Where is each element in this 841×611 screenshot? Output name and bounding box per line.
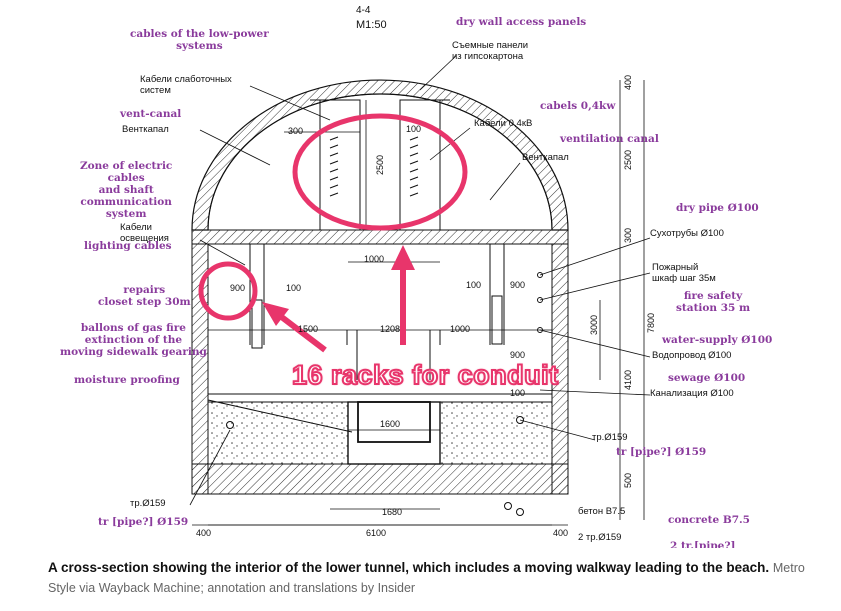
label-vent-canal: vent-canal xyxy=(120,108,182,120)
section-scale: M1:50 xyxy=(356,19,387,31)
dim-1000-top: 1000 xyxy=(364,254,385,264)
dim-100-left: 100 xyxy=(286,283,302,293)
ru-kanalizatsiya: Канализация Ø100 xyxy=(650,388,734,399)
dim-7800: 7800 xyxy=(646,312,656,333)
label-ballons: ballons of gas fire extinction of the mo… xyxy=(60,322,207,358)
bottom-slab xyxy=(191,463,569,495)
ru-tr159-right: тр.Ø159 xyxy=(592,432,628,443)
label-cables-low-power: cables of the low-power systems xyxy=(130,28,269,52)
dim-100-low: 100 xyxy=(510,388,526,398)
dim-300-right: 300 xyxy=(623,227,633,243)
gravel-fill-left xyxy=(207,401,349,465)
ru-sukhotruby: Сухотрубы Ø100 xyxy=(650,228,724,239)
label-cables-04: cabels 0,4kw xyxy=(540,100,616,112)
gravel-fill-right xyxy=(439,401,553,465)
dim-400-top: 400 xyxy=(623,74,633,90)
label-moisture: moisture proofing xyxy=(74,374,180,386)
highlight-marks xyxy=(198,113,468,321)
figure-caption: A cross-section showing the interior of … xyxy=(48,558,808,598)
dimension-lines xyxy=(192,80,645,526)
dim-400-bl: 400 xyxy=(196,528,212,538)
dim-400-br: 400 xyxy=(553,528,569,538)
dim-1680: 1680 xyxy=(382,507,403,517)
dim-900-low: 900 xyxy=(510,350,526,360)
walkway-gear xyxy=(357,401,431,443)
dim-300: 300 xyxy=(288,126,304,136)
label-zone-electric: Zone of electric cables and shaft commun… xyxy=(80,160,173,220)
label-fire-safety: fire safety station 35 m xyxy=(676,290,751,314)
dim-500: 500 xyxy=(623,472,633,488)
leader-lines xyxy=(189,55,651,506)
ru-two-tr: 2 тр.Ø159 xyxy=(578,532,622,543)
label-concrete: concrete B7.5 xyxy=(668,514,750,526)
label-cut-off: 2 tr.[pipe?] xyxy=(670,540,736,548)
ru-kabeli-osvesh: Кабели освещения xyxy=(120,222,169,244)
ru-kabeli-slabotochnykh: Кабели слаботочных систем xyxy=(140,74,232,96)
ru-semnye-paneli: Съемные панели из гипсокартона xyxy=(452,40,529,62)
dim-100-top: 100 xyxy=(406,124,422,134)
ru-kabeli-04: Кабели 0,4кВ xyxy=(474,118,533,129)
label-tr-pipe-left: tr [pipe?] Ø159 xyxy=(98,516,189,528)
left-wall xyxy=(191,243,209,495)
ru-tr159-left: тр.Ø159 xyxy=(130,498,166,509)
dim-1600: 1600 xyxy=(380,419,401,429)
partitions xyxy=(207,244,552,433)
label-ventilation-canal: ventilation canal xyxy=(560,133,659,145)
dim-6100: 6100 xyxy=(366,528,387,538)
pipes xyxy=(226,272,543,516)
dim-100-right: 100 xyxy=(466,280,482,290)
tunnel-cross-section-drawing xyxy=(189,55,651,526)
walkway-channel xyxy=(347,401,441,465)
label-water-supply: water-supply Ø100 xyxy=(662,334,773,346)
caption-main: A cross-section showing the interior of … xyxy=(48,560,770,575)
label-tr-pipe-right: tr [pipe?] Ø159 xyxy=(616,446,707,458)
label-repairs-closet: repairs closet step 30m xyxy=(98,284,191,308)
label-sewage: sewage Ø100 xyxy=(668,372,746,384)
ru-beton: бетон B7.5 xyxy=(578,506,626,517)
dim-1208: 1208 xyxy=(380,324,401,334)
label-dry-pipe: dry pipe Ø100 xyxy=(676,202,759,214)
section-title: 4-4 xyxy=(356,5,371,16)
racks-callout: 16 racks for conduit xyxy=(291,359,559,391)
mid-slab xyxy=(191,229,569,245)
dim-1000-mid: 1000 xyxy=(450,324,471,334)
cable-rack-teeth-right xyxy=(409,136,419,197)
dim-1500: 1500 xyxy=(298,324,319,334)
label-dry-wall: dry wall access panels xyxy=(456,16,587,28)
caption-credit: Metro Style via Wayback Machine; annotat… xyxy=(48,561,805,595)
ru-vodoprovod: Водопровод Ø100 xyxy=(652,350,732,361)
ru-pozharny: Пожарный шкаф шаг 35м xyxy=(652,262,716,284)
dim-2500-right: 2500 xyxy=(623,149,633,170)
label-lighting-cables: lighting cables xyxy=(84,240,172,252)
highlight-arrows xyxy=(273,265,406,353)
highlight-arrowheads xyxy=(262,245,415,326)
ru-ventkanal-left: Венткапал xyxy=(122,124,169,135)
dim-900-right: 900 xyxy=(510,280,526,290)
dim-4100: 4100 xyxy=(623,369,633,390)
cable-rack-teeth-left xyxy=(329,136,339,197)
dim-900-left: 900 xyxy=(230,283,246,293)
dim-3000: 3000 xyxy=(589,314,599,335)
dim-2500: 2500 xyxy=(375,154,385,175)
ru-ventkanal-right: Венткапал xyxy=(522,152,569,163)
